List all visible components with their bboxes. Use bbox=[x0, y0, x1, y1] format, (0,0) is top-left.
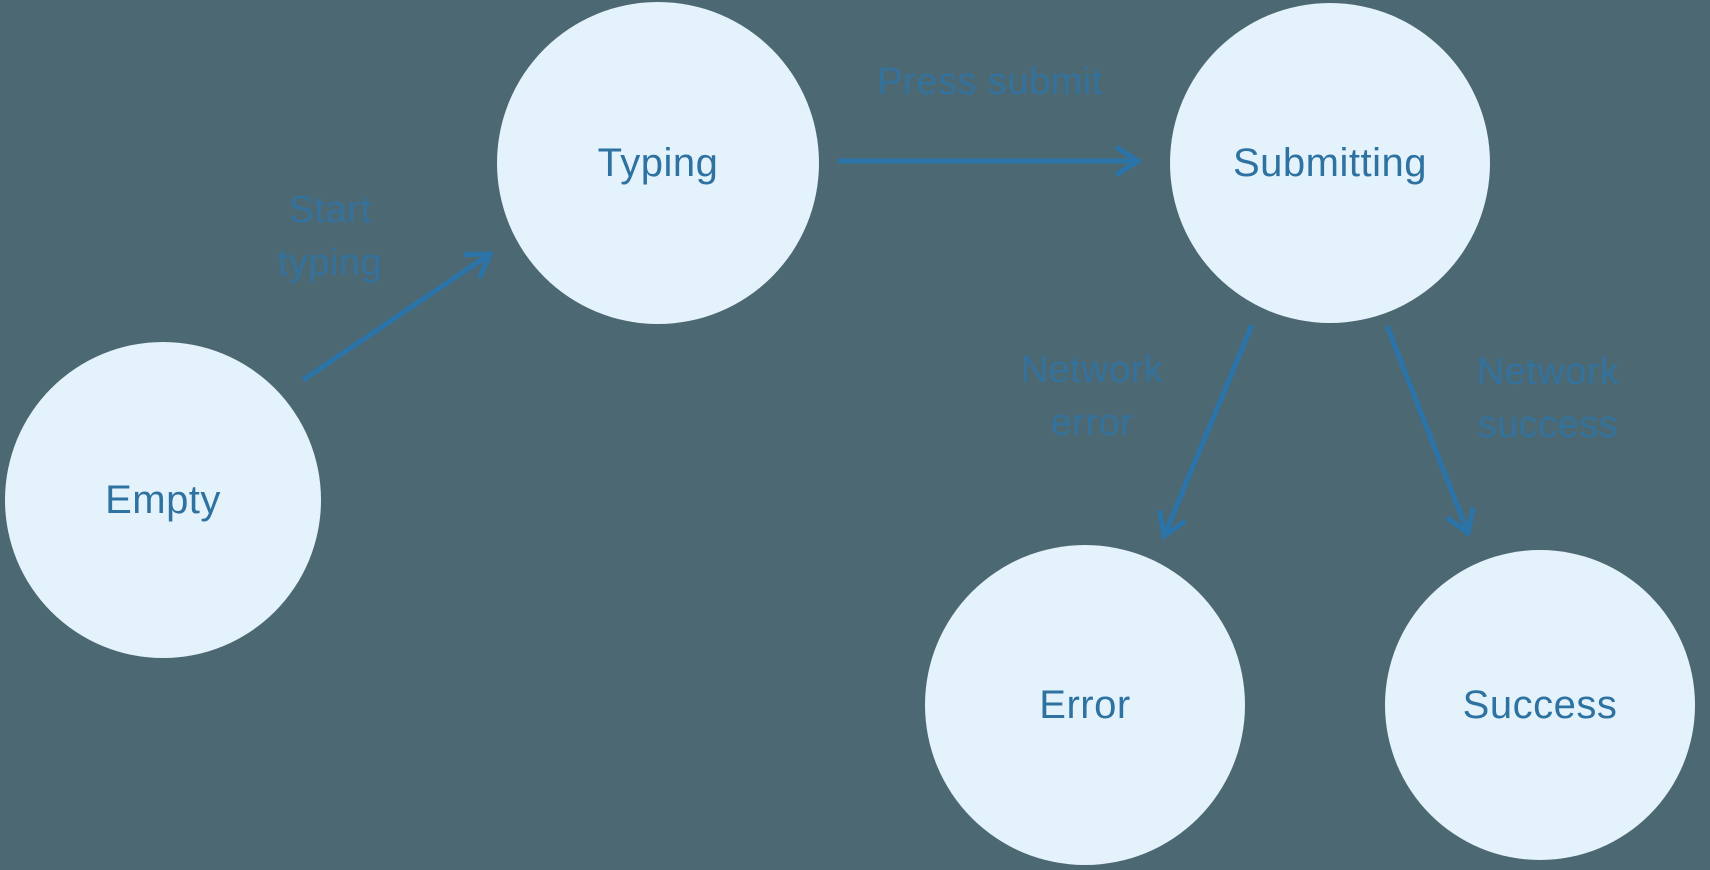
state-node-submitting-label: Submitting bbox=[1233, 140, 1427, 185]
edge-label-start-typing: Start typing bbox=[180, 184, 480, 290]
state-node-empty: Empty bbox=[5, 342, 321, 658]
state-node-success: Success bbox=[1385, 550, 1695, 860]
edge-arrow-submitting-to-error bbox=[1157, 324, 1255, 541]
state-node-submitting: Submitting bbox=[1170, 3, 1490, 323]
edge-label-network-success: Network success bbox=[1398, 346, 1698, 452]
edge-label-network-error: Network error bbox=[942, 344, 1242, 450]
edge-arrow-submitting-to-success bbox=[1384, 325, 1476, 538]
state-node-typing: Typing bbox=[497, 2, 819, 324]
edge-label-network-success-line2: success bbox=[1477, 404, 1619, 446]
edge-label-press-submit-line1: Press submit bbox=[877, 61, 1103, 103]
edge-label-network-success-line1: Network bbox=[1476, 351, 1620, 393]
state-node-success-label: Success bbox=[1462, 682, 1618, 727]
state-node-error-label: Error bbox=[1039, 682, 1131, 727]
edge-label-network-error-line2: error bbox=[1050, 402, 1134, 444]
state-node-typing-label: Typing bbox=[597, 140, 719, 185]
edge-arrow-empty-to-typing bbox=[301, 251, 494, 383]
edge-label-press-submit: Press submit bbox=[840, 56, 1140, 108]
state-node-error: Error bbox=[925, 545, 1245, 865]
edge-label-start-typing-line1: Start bbox=[288, 189, 372, 231]
state-node-empty-label: Empty bbox=[105, 477, 221, 522]
edge-label-network-error-line1: Network bbox=[1020, 349, 1164, 391]
edge-label-start-typing-line2: typing bbox=[277, 242, 383, 284]
